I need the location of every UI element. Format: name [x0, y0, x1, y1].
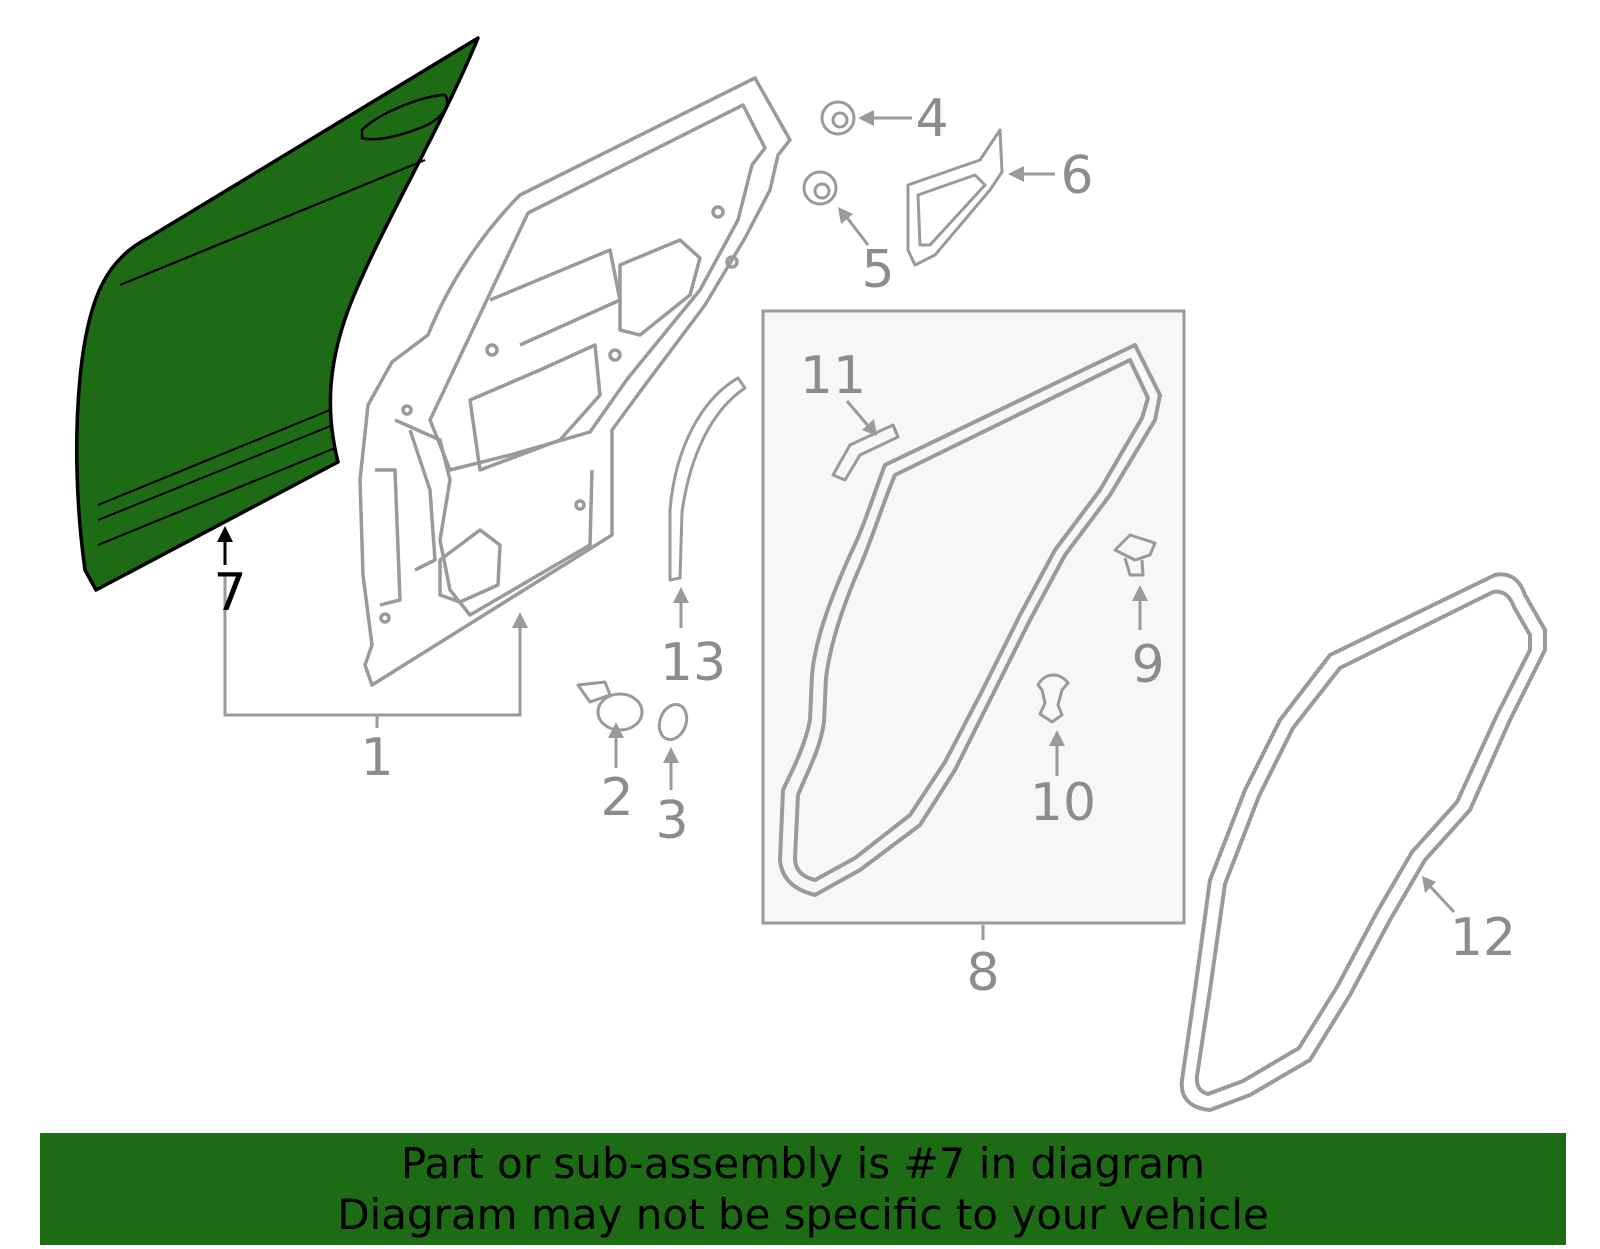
frame-rib-b	[375, 468, 402, 607]
part-8-door-seal[interactable]	[778, 343, 1162, 897]
door-lower-line-b	[97, 424, 334, 521]
part-5-grommet[interactable]	[802, 170, 838, 206]
part-12-body-seal[interactable]	[1179, 572, 1547, 1112]
callout-5: 5	[861, 240, 894, 300]
callout-3: 3	[655, 791, 688, 851]
arrowhead-6	[1008, 166, 1024, 182]
frame-hole-7	[574, 499, 586, 511]
frame-rib-a	[489, 248, 622, 347]
clip-head	[1113, 533, 1157, 562]
leader-1-bracket	[223, 575, 522, 717]
door-body-line	[119, 158, 426, 287]
leader-7	[217, 526, 233, 565]
callout-4: 4	[915, 89, 948, 149]
arrowhead-1	[512, 612, 528, 628]
part-2-pin[interactable]	[576, 680, 644, 732]
door-skin-shape	[74, 36, 480, 592]
part-9-clip[interactable]	[1113, 533, 1157, 577]
callout-2: 2	[600, 768, 633, 828]
pin-body	[596, 692, 644, 732]
arrowhead-11	[862, 419, 877, 436]
frame-cutout-upper	[618, 238, 702, 337]
bracket-outline	[906, 128, 1004, 267]
frame-hole-2	[725, 255, 739, 269]
frame-outline	[358, 76, 792, 687]
leader-11	[845, 400, 872, 429]
frame-cutout-large	[468, 343, 602, 472]
arrowhead-5	[838, 207, 853, 224]
callout-11: 11	[800, 346, 866, 406]
frame-hole-3	[608, 348, 622, 362]
part-8-group-box	[761, 309, 1186, 925]
arrowhead-2	[608, 722, 624, 738]
frame-hole-4	[485, 343, 499, 357]
arrowhead-9	[1132, 585, 1148, 601]
callout-8: 8	[966, 943, 999, 1003]
arrowhead-13	[673, 587, 689, 603]
arrowhead-3	[663, 747, 679, 763]
part-7-door-outer-panel[interactable]	[74, 36, 480, 592]
body-seal-inner	[1194, 589, 1532, 1096]
frame-rib-c	[408, 429, 437, 572]
callout-labels: 1 2 3 4 5 6 8 9 10 11 12 13	[360, 89, 1516, 1003]
banner-line-part-number: Part or sub-assembly is #7 in diagram	[400, 1139, 1206, 1188]
grommet-outer	[820, 100, 856, 136]
frame-hole-5	[401, 404, 413, 416]
door-lower-line-c	[97, 447, 336, 546]
arrowhead-10	[1049, 730, 1065, 746]
frame-hole-6	[379, 612, 391, 624]
grommet-outer	[802, 170, 838, 206]
leader-5	[843, 214, 870, 246]
part-11-seal-end[interactable]	[831, 423, 900, 482]
part-3-o-ring[interactable]	[655, 701, 692, 744]
grommet-inner	[813, 182, 831, 200]
banner-line-disclaimer: Diagram may not be specific to your vehi…	[337, 1190, 1269, 1239]
info-banner: Part or sub-assembly is #7 in diagram Di…	[40, 1133, 1566, 1245]
callout-7: 7	[213, 563, 246, 623]
arrowhead-7	[217, 526, 233, 542]
arrowheads	[512, 110, 1436, 893]
callout-12: 12	[1450, 908, 1516, 968]
arrowhead-4	[858, 110, 874, 126]
grommet-inner	[831, 111, 849, 129]
part-6-bracket[interactable]	[906, 128, 1004, 267]
frame-cutout-lower	[438, 528, 502, 604]
door-lower-line-a	[97, 409, 331, 506]
seal-outer	[778, 343, 1162, 897]
callout-9: 9	[1131, 635, 1164, 695]
door-handle-recess	[360, 93, 449, 141]
part-4-grommet[interactable]	[820, 100, 856, 136]
arrowhead-12	[1422, 876, 1436, 893]
callout-10: 10	[1030, 773, 1096, 833]
clip-stem	[1123, 557, 1145, 577]
callout-6: 6	[1060, 146, 1093, 206]
callout-1: 1	[360, 728, 393, 788]
frame-hole-1	[711, 205, 725, 219]
part-1-door-frame[interactable]	[358, 76, 792, 687]
part-10-clip[interactable]	[1036, 673, 1070, 724]
leader-12	[1426, 882, 1456, 914]
seal-inner	[793, 358, 1150, 882]
callout-13: 13	[660, 633, 726, 693]
frame-inner-panel	[394, 418, 594, 617]
bracket-inner	[916, 173, 987, 247]
body-seal-outer	[1179, 572, 1547, 1112]
info-banner-background	[40, 1133, 1566, 1245]
part-13-channel-strip[interactable]	[668, 376, 747, 582]
